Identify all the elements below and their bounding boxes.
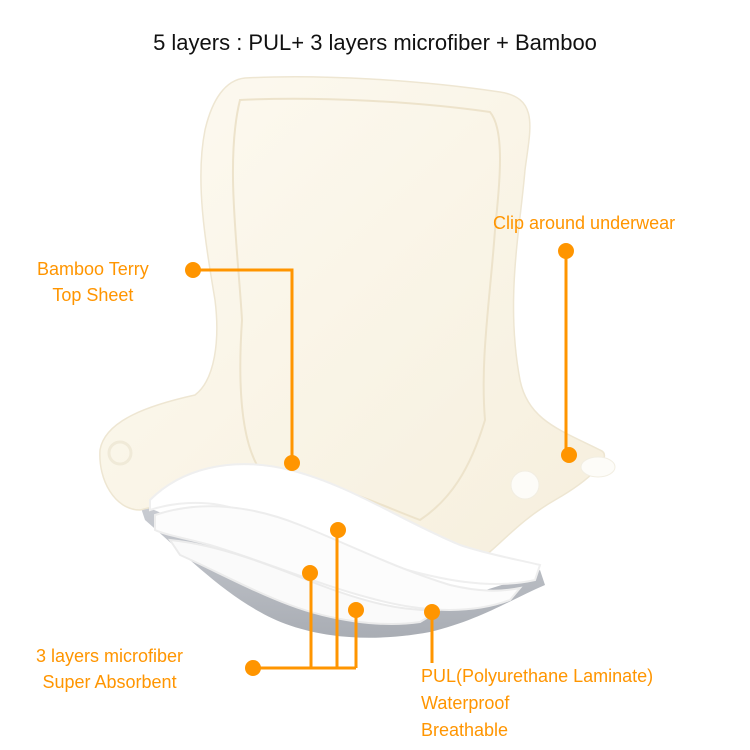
callout-clip: Clip around underwear bbox=[493, 210, 675, 236]
callout-dot-icon bbox=[245, 660, 261, 676]
callout-pul-line3: Breathable bbox=[421, 720, 509, 740]
stitch-line bbox=[231, 97, 501, 522]
callout-pul: PUL(Polyurethane Laminate) Waterproof Br… bbox=[421, 663, 653, 744]
callout-microfiber-line2: Super Absorbent bbox=[42, 672, 177, 692]
callout-microfiber: 3 layers microfiber Super Absorbent bbox=[36, 643, 183, 695]
callout-dot-icon bbox=[185, 262, 201, 278]
callout-dot-icon bbox=[284, 455, 300, 471]
callout-bamboo-line2: Top Sheet bbox=[52, 285, 134, 305]
callout-bamboo-line1: Bamboo Terry bbox=[37, 259, 149, 279]
snap-icon bbox=[510, 470, 540, 500]
callout-clip-line1: Clip around underwear bbox=[493, 213, 676, 233]
callout-dot-icon bbox=[348, 602, 364, 618]
snap-icon bbox=[580, 456, 616, 478]
callout-bamboo-terry: Bamboo Terry Top Sheet bbox=[37, 256, 149, 308]
callout-dot-icon bbox=[424, 604, 440, 620]
callout-dot-icon bbox=[330, 522, 346, 538]
snap-icon bbox=[107, 440, 133, 466]
callout-pul-line2: Waterproof bbox=[421, 693, 510, 713]
callout-dot-icon bbox=[302, 565, 318, 581]
callout-dot-icon bbox=[558, 243, 574, 259]
callout-pul-line1: PUL(Polyurethane Laminate) bbox=[421, 666, 654, 686]
page-title: 5 layers : PUL+ 3 layers microfiber + Ba… bbox=[153, 30, 597, 55]
callout-microfiber-line1: 3 layers microfiber bbox=[36, 646, 184, 666]
callout-dot-icon bbox=[561, 447, 577, 463]
